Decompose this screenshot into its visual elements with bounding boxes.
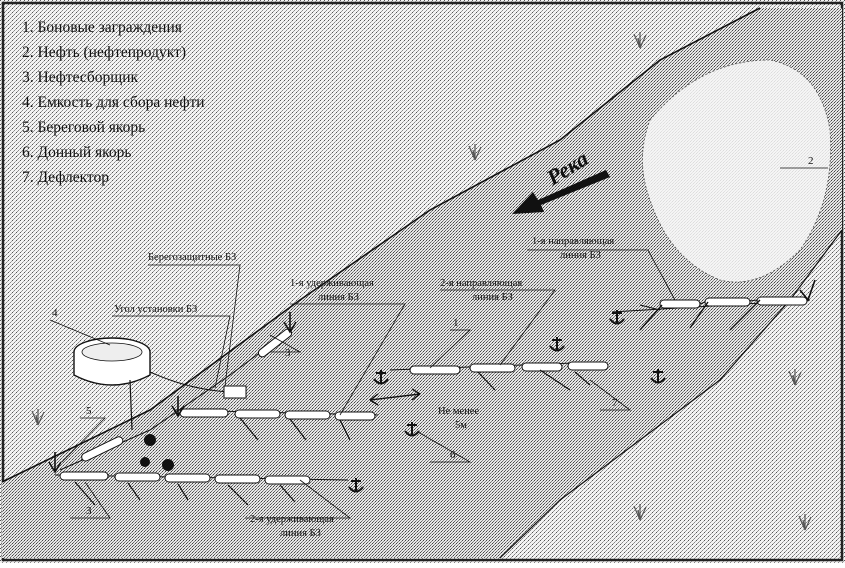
callout-3: 3 [285, 347, 291, 359]
legend-item: 7. Дефлектор [22, 169, 109, 186]
label-shore-protection: Берегозащитные БЗ [148, 252, 236, 263]
legend: 1. Боновые заграждения 2. Нефть (нефтепр… [22, 19, 205, 186]
label-guide-line-2: 2-я направляющая [440, 278, 522, 289]
flow-arrow-icon [512, 170, 610, 214]
label-not-less: Не менее [438, 406, 479, 417]
boom-shore-protection [59, 328, 293, 471]
legend-item: 5. Береговой якорь [22, 119, 145, 136]
callout-5: 5 [86, 405, 92, 417]
oil-container [73, 337, 151, 386]
boom-line-holding-1 [174, 408, 379, 441]
hose-line [149, 371, 231, 393]
label-holding-line-2: 2-я удерживающая [250, 514, 334, 525]
legend-item: 3. Нефтесборщик [22, 69, 139, 86]
right-river-bank [499, 229, 843, 559]
left-river-bank [1, 7, 761, 483]
callout-4: 4 [52, 307, 58, 319]
skimmer-float [144, 434, 156, 446]
legend-item: 1. Боновые заграждения [22, 19, 182, 36]
legend-item: 2. Нефть (нефтепродукт) [22, 44, 186, 61]
shore-anchor-icon [283, 312, 297, 334]
label-holding-line-1-b: линия БЗ [318, 292, 359, 303]
label-guide-line-2-b: линия БЗ [472, 292, 513, 303]
boom-line-guide-1 [611, 279, 816, 331]
shore-anchor-icon [171, 396, 185, 418]
legend-item: 6. Донный якорь [22, 144, 131, 161]
legend-item: 4. Емкость для сбора нефти [22, 94, 205, 111]
hose-line [129, 379, 133, 431]
callout-2: 2 [808, 155, 814, 167]
callout-3: 3 [86, 505, 92, 517]
river-water [2, 8, 842, 558]
distance-arrow [369, 388, 421, 406]
label-guide-line-1: 1-я направляющая [532, 236, 614, 247]
callout-6: 6 [450, 449, 456, 461]
skimmer-float [140, 457, 150, 467]
callout-7: 7 [612, 397, 618, 409]
label-install-angle: Угол установки БЗ [114, 304, 197, 315]
oil-slick [642, 59, 831, 283]
boom-line-guide-2 [389, 361, 609, 391]
label-not-less-b: 5м [455, 420, 467, 431]
oil-skimmer [223, 385, 247, 399]
boom-line-holding-2 [54, 471, 349, 506]
label-guide-line-1-b: линия БЗ [560, 250, 601, 261]
skimmer-float [162, 459, 174, 471]
shore-anchor-icon [48, 452, 62, 474]
label-holding-line-1: 1-я удерживающая [290, 278, 374, 289]
label-holding-line-2-b: линия БЗ [280, 528, 321, 539]
callout-1: 1 [453, 317, 459, 329]
